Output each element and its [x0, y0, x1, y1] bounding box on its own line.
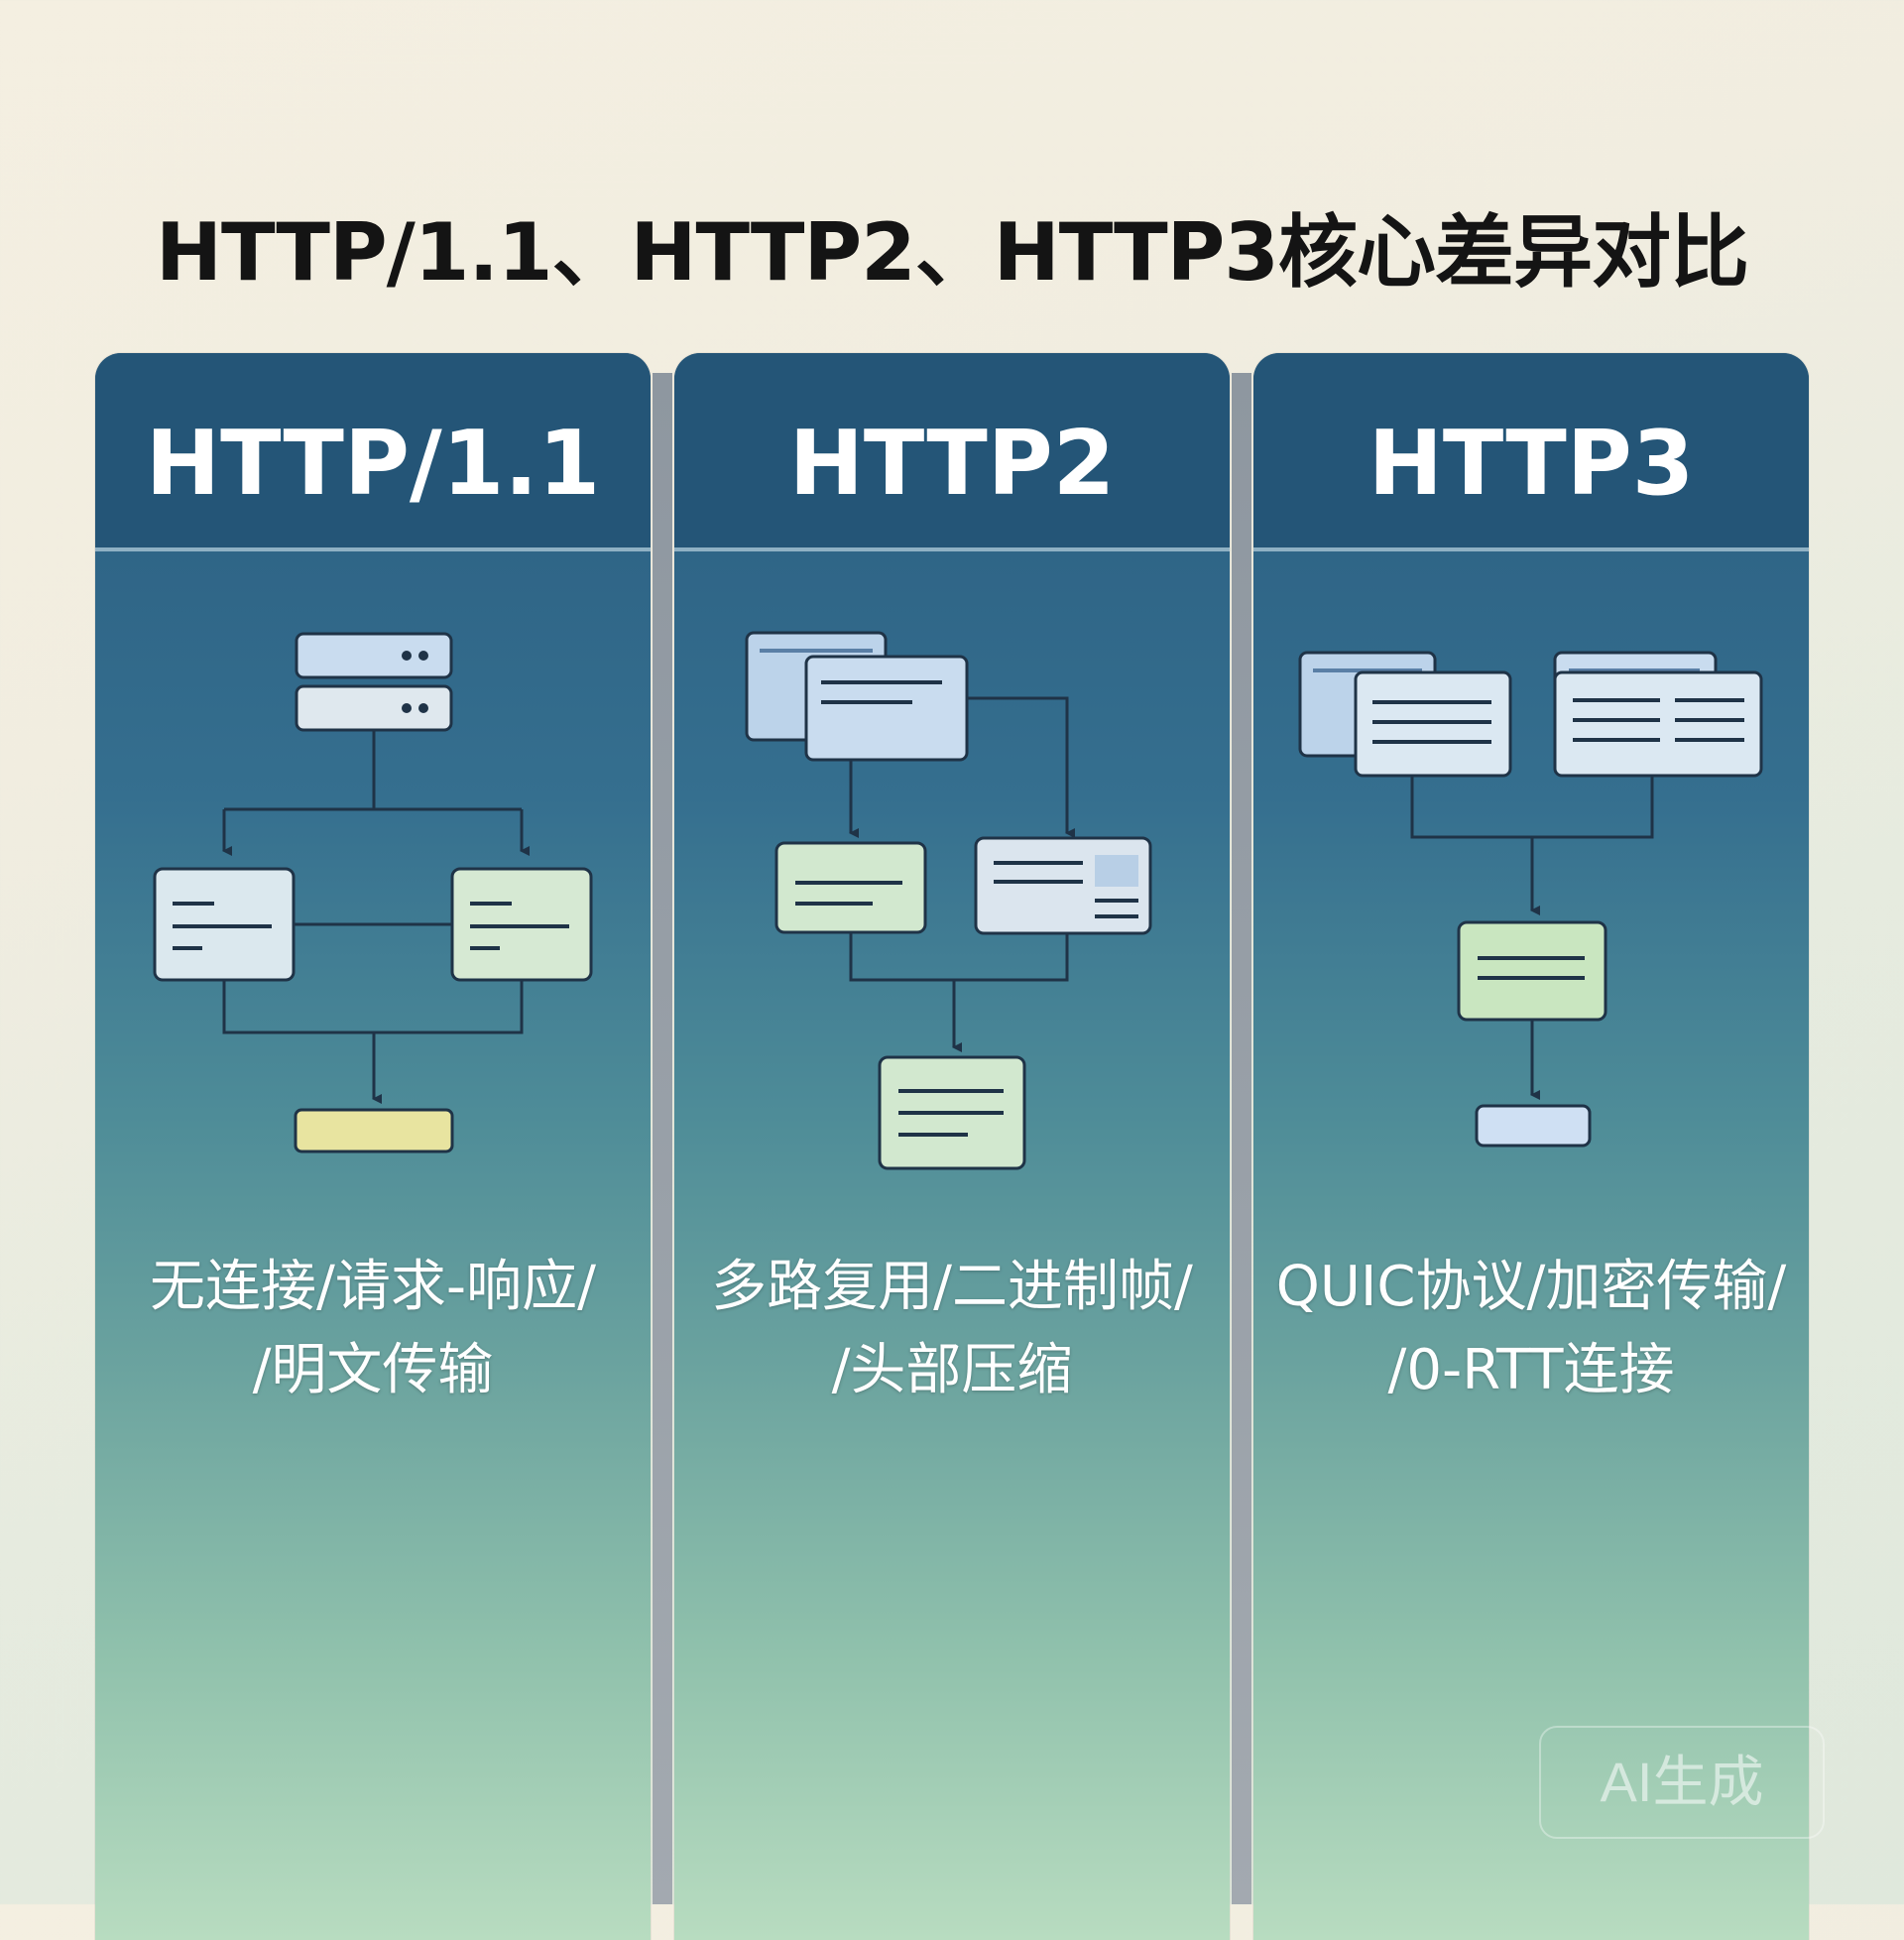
column-header: HTTP3 [1253, 353, 1809, 551]
column-title: HTTP2 [788, 412, 1116, 516]
connector-lines [849, 696, 1075, 1052]
column-description: QUIC协议/加密传输/ /0-RTT连接 [1263, 1246, 1799, 1412]
http2-flow-diagram [745, 631, 1152, 1170]
column-description: 无连接/请求-响应/ /明文传输 [105, 1246, 641, 1412]
quic-stream-box [1457, 920, 1607, 1022]
description-line: 无连接/请求-响应/ [150, 1255, 596, 1319]
ai-generated-watermark: AI生成 [1539, 1726, 1825, 1839]
quic-window-front [1354, 670, 1512, 778]
column-http3: HTTP3 [1253, 353, 1809, 1940]
response-box [450, 867, 593, 982]
column-header: HTTP2 [674, 353, 1230, 551]
result-bar [1475, 1104, 1592, 1148]
column-divider [1232, 373, 1251, 1904]
merged-stream-box [878, 1055, 1026, 1170]
column-description: 多路复用/二进制帧/ /头部压缩 [684, 1246, 1220, 1412]
column-http11: HTTP/1.1 [95, 353, 651, 1940]
result-bar [294, 1108, 454, 1153]
column-http2: HTTP2 [674, 353, 1230, 1940]
description-line: /0-RTT连接 [1387, 1338, 1675, 1402]
description-line: /头部压缩 [831, 1338, 1073, 1402]
stream-window-front [804, 655, 969, 762]
column-header: HTTP/1.1 [95, 353, 651, 551]
binary-frame-box [774, 841, 927, 934]
connector-lines [1410, 776, 1654, 1100]
http3-flow-diagram [1298, 651, 1763, 1148]
request-box [153, 867, 296, 982]
encrypted-window-front [1553, 670, 1763, 778]
description-line: 多路复用/二进制帧/ [711, 1255, 1193, 1319]
http11-flow-diagram [153, 632, 593, 1153]
column-divider [653, 373, 672, 1904]
column-title: HTTP/1.1 [145, 412, 601, 516]
description-line: QUIC协议/加密传输/ [1275, 1255, 1787, 1319]
description-line: /明文传输 [252, 1338, 494, 1402]
connector-lines [222, 730, 530, 1104]
page-title: HTTP/1.1、HTTP2、HTTP3核心差异对比 [156, 206, 1749, 299]
column-title: HTTP3 [1368, 412, 1695, 516]
header-compression-box [974, 836, 1152, 935]
server-icon [295, 632, 453, 732]
